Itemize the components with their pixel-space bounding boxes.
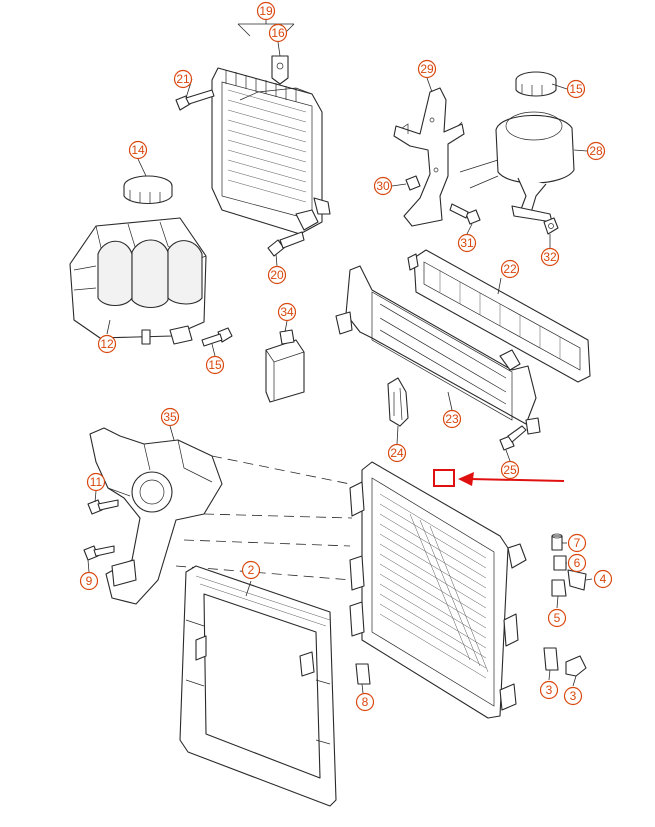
- nut-32[interactable]: [543, 217, 559, 235]
- callout-label: 20: [270, 268, 284, 282]
- alignment-line: [175, 565, 353, 581]
- callout-2[interactable]: 2: [241, 560, 261, 580]
- callout-6[interactable]: 5: [547, 608, 567, 628]
- callout-label: 30: [376, 179, 390, 193]
- main-radiator[interactable]: [349, 461, 527, 719]
- filler-cap-15-left[interactable]: [123, 175, 173, 205]
- pointer-arrow: [458, 472, 565, 486]
- callout-label: 25: [503, 463, 517, 477]
- screw-16[interactable]: [201, 327, 233, 347]
- callout-12[interactable]: 11: [86, 472, 106, 492]
- callout-8[interactable]: 7: [567, 533, 587, 553]
- screw-12[interactable]: [87, 499, 119, 515]
- callout-label: 22: [503, 262, 517, 276]
- callout-label: 8: [362, 695, 369, 709]
- callout-label: 9: [86, 574, 93, 588]
- callout-23[interactable]: 22: [500, 259, 520, 279]
- radiator-frame-2[interactable]: [179, 565, 337, 807]
- screw-11[interactable]: [83, 545, 115, 561]
- callout-35[interactable]: 35: [160, 407, 180, 427]
- screw-22[interactable]: [175, 89, 215, 111]
- sleeve-7[interactable]: [553, 555, 567, 571]
- alignment-line: [203, 513, 353, 519]
- callout-label: 15: [569, 82, 583, 96]
- screw-31[interactable]: [449, 203, 481, 225]
- callout-label: 24: [390, 446, 404, 460]
- clip-9[interactable]: [355, 663, 371, 685]
- callout-22[interactable]: 21: [173, 69, 193, 89]
- callout-28[interactable]: 28: [586, 141, 606, 161]
- callout-label: 35: [163, 410, 177, 424]
- bracket-25[interactable]: [387, 377, 409, 427]
- screw-26[interactable]: [499, 425, 527, 451]
- callout-label: 31: [460, 236, 474, 250]
- callout-29[interactable]: 29: [417, 59, 437, 79]
- pin-8[interactable]: [551, 533, 563, 551]
- callout-label: 4: [600, 572, 607, 586]
- callout-24[interactable]: 23: [442, 409, 462, 429]
- coolant-bottle-34[interactable]: [265, 329, 305, 403]
- bracket-29[interactable]: [393, 87, 465, 227]
- leader-lines: [87, 19, 593, 694]
- callout-label: 15: [208, 358, 222, 372]
- bracket-clip-3[interactable]: [565, 655, 587, 677]
- cooler-24[interactable]: [335, 265, 541, 435]
- alignment-line: [183, 539, 351, 547]
- callout-34[interactable]: 34: [277, 302, 297, 322]
- callout-26[interactable]: 25: [500, 460, 520, 480]
- nut-30[interactable]: [405, 175, 421, 191]
- callout-label: 32: [543, 250, 557, 264]
- expansion-tank-28[interactable]: [459, 111, 575, 223]
- callout-label: 3: [546, 683, 553, 697]
- callout-3[interactable]: 3: [563, 686, 583, 706]
- callout-label: 16: [271, 26, 285, 40]
- callout-9[interactable]: 8: [355, 692, 375, 712]
- callout-label: 29: [420, 62, 434, 76]
- callout-4[interactable]: 3: [539, 680, 559, 700]
- bracket-19[interactable]: [271, 55, 289, 85]
- expansion-tank-14[interactable]: [69, 217, 207, 345]
- callout-label: 21: [176, 72, 190, 86]
- callout-label: 34: [280, 305, 294, 319]
- rubber-bush-6[interactable]: [551, 579, 567, 597]
- callout-14[interactable]: 12: [97, 334, 117, 354]
- callout-19[interactable]: 16: [268, 23, 288, 43]
- alignment-line: [211, 455, 351, 485]
- retaining-clip-5[interactable]: [567, 569, 587, 591]
- callout-20[interactable]: 19: [256, 1, 276, 21]
- callout-7[interactable]: 6: [567, 553, 587, 573]
- oil-cooler-23[interactable]: [407, 249, 591, 383]
- callout-label: 14: [131, 143, 145, 157]
- callout-label: 3: [570, 689, 577, 703]
- callout-25[interactable]: 24: [387, 443, 407, 463]
- air-duct-35[interactable]: [89, 427, 223, 605]
- callout-15-right[interactable]: 15: [566, 79, 586, 99]
- screw-21[interactable]: [267, 231, 305, 257]
- callout-5[interactable]: 4: [593, 569, 613, 589]
- callout-11[interactable]: 9: [79, 571, 99, 591]
- callout-label: 6: [574, 556, 581, 570]
- callout-label: 11: [90, 475, 103, 489]
- callout-label: 28: [589, 144, 603, 158]
- callout-label: 2: [248, 563, 255, 577]
- callout-15-left[interactable]: 14: [128, 140, 148, 160]
- auxiliary-radiator[interactable]: [211, 67, 331, 235]
- callout-label: 7: [574, 536, 581, 550]
- callout-label: 19: [259, 4, 273, 18]
- callout-label: 12: [100, 337, 114, 351]
- rubber-mount-4[interactable]: [543, 647, 559, 671]
- callout-32[interactable]: 32: [540, 247, 560, 267]
- callout-label: 23: [445, 412, 459, 426]
- callout-21[interactable]: 20: [267, 265, 287, 285]
- highlight-box: [433, 469, 455, 487]
- callout-30[interactable]: 30: [373, 176, 393, 196]
- callout-31[interactable]: 31: [457, 233, 477, 253]
- filler-cap-15-right[interactable]: [515, 71, 557, 97]
- callout-label: 5: [554, 611, 561, 625]
- callout-16[interactable]: 15: [205, 355, 225, 375]
